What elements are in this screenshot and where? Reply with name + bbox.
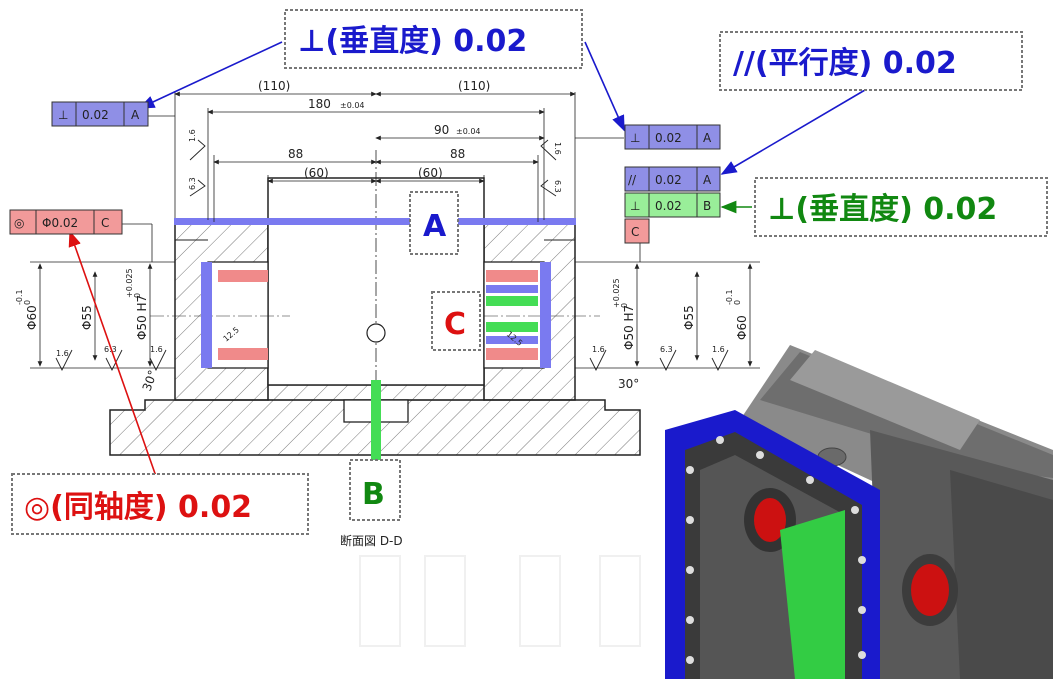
fcf-perp-left: ⊥ 0.02 A [51, 101, 149, 127]
highlight-right-bore-blue [540, 262, 551, 368]
svg-text:A: A [423, 209, 447, 244]
dim-phi60-right-lo: 0 [733, 300, 742, 305]
rough-63-c: 6.3 [188, 177, 197, 190]
dim-phi50-right-lo: 0 [620, 303, 629, 308]
rough-16-e: 1.6 [188, 129, 197, 142]
feature-highlights [174, 218, 576, 460]
dim-110-left: (110) [258, 79, 290, 93]
rough-16-f: 1.6 [553, 142, 562, 155]
dim-phi60-left: Φ60 [25, 305, 39, 330]
svg-text:◎(同轴度) 0.02: ◎(同轴度) 0.02 [24, 490, 252, 525]
dim-90-tol: ±0.04 [456, 127, 481, 136]
svg-text:0.02: 0.02 [655, 173, 682, 187]
dim-phi60-left-lo: 0 [23, 300, 32, 305]
fcf-perp-right-top: ⊥ 0.02 A [624, 124, 721, 150]
dim-phi50-right-up: +0.025 [612, 278, 621, 308]
dimensions [30, 91, 760, 369]
highlight-right-green-2 [486, 322, 538, 332]
dim-phi50-left-lo: 0 [133, 293, 142, 298]
fcf-parallel: // 0.02 A [624, 166, 721, 192]
leader-lines [68, 41, 866, 483]
dim-180-tol: ±0.04 [340, 101, 365, 110]
highlight-right-blue-1 [486, 285, 538, 293]
dim-90: 90 [434, 123, 449, 137]
callout-parallel: //(平行度) 0.02 [719, 31, 1023, 91]
dim-phi50-right: Φ50 H7 [622, 305, 636, 350]
svg-text:0.02: 0.02 [82, 108, 109, 122]
dim-phi60-left-up: -0.1 [15, 289, 24, 305]
dim-180: 180 [308, 97, 331, 111]
dim-88-left: 88 [288, 147, 303, 161]
svg-text:A: A [131, 108, 140, 122]
rough-16-a: 1.6 [56, 349, 69, 358]
rough-63-d: 6.3 [553, 180, 562, 193]
svg-text:A: A [703, 131, 712, 145]
svg-text:B: B [362, 477, 385, 512]
highlight-left-red-top [218, 270, 268, 282]
fcf-perp-b: ⊥ 0.02 B [624, 192, 721, 218]
fcf-datum-c: C [624, 218, 650, 244]
dim-phi60-right: Φ60 [735, 315, 749, 340]
section-label: 断面図 D-D [340, 533, 403, 548]
rough-16-c: 1.6 [592, 345, 605, 354]
highlight-right-blue-2 [486, 336, 538, 344]
dim-phi50-left: Φ50 H7 [135, 295, 149, 340]
rough-16-b: 1.6 [150, 345, 163, 354]
svg-text:⊥: ⊥ [630, 199, 640, 213]
rough-63-b: 6.3 [660, 345, 673, 354]
svg-text://: // [628, 173, 637, 187]
angle-30-left: 30° [140, 368, 160, 393]
dim-phi50-left-up: +0.025 [125, 268, 134, 298]
rough-63-a: 6.3 [104, 345, 117, 354]
svg-text:0.02: 0.02 [655, 131, 682, 145]
highlight-left-red-bot [218, 348, 268, 360]
svg-text:0.02: 0.02 [655, 199, 682, 213]
center-hole [366, 323, 386, 343]
dim-60-right: (60) [418, 166, 443, 180]
dim-phi55-left: Φ55 [80, 305, 94, 330]
svg-text:A: A [703, 173, 712, 187]
angle-30-right: 30° [618, 377, 639, 391]
dimension-labels: (110) (110) 180 ±0.04 90 ±0.04 88 88 (60… [15, 79, 749, 548]
svg-text:C: C [631, 225, 639, 239]
dim-phi60-right-up: -0.1 [725, 289, 734, 305]
callout-perp-top: ⊥(垂直度) 0.02 [284, 9, 583, 69]
svg-text:⊥: ⊥ [58, 108, 68, 122]
callout-perp-right: ⊥(垂直度) 0.02 [754, 177, 1048, 237]
rough-16-d: 1.6 [712, 345, 725, 354]
svg-text:C: C [444, 307, 466, 342]
svg-text:◎: ◎ [14, 216, 24, 230]
datum-b-label: B [349, 459, 401, 521]
highlight-datum-b-axis [371, 380, 381, 460]
dim-phi55-right: Φ55 [682, 305, 696, 330]
background-ghost-bars [359, 555, 641, 647]
3d-housing-render [665, 345, 1053, 679]
callout-coaxial: ◎(同轴度) 0.02 [11, 473, 309, 535]
datum-c-label: C [431, 291, 481, 351]
svg-text:⊥(垂直度) 0.02: ⊥(垂直度) 0.02 [298, 24, 527, 59]
svg-text:C: C [101, 216, 109, 230]
svg-text:⊥(垂直度) 0.02: ⊥(垂直度) 0.02 [768, 192, 997, 227]
svg-text://(平行度) 0.02: //(平行度) 0.02 [733, 46, 957, 81]
dim-88-right: 88 [450, 147, 465, 161]
highlight-datum-a-face [174, 218, 576, 225]
datum-a-label: A [409, 191, 459, 255]
highlight-right-green-1 [486, 296, 538, 306]
fcf-coaxial: ◎ Φ0.02 C [9, 209, 123, 235]
dim-110-right: (110) [458, 79, 490, 93]
svg-text:B: B [703, 199, 711, 213]
highlight-left-bore-blue [201, 262, 212, 368]
svg-text:Φ0.02: Φ0.02 [42, 216, 78, 230]
svg-text:⊥: ⊥ [630, 131, 640, 145]
highlight-right-red-bot [486, 348, 538, 360]
dim-60-left: (60) [304, 166, 329, 180]
highlight-right-red-top [486, 270, 538, 282]
